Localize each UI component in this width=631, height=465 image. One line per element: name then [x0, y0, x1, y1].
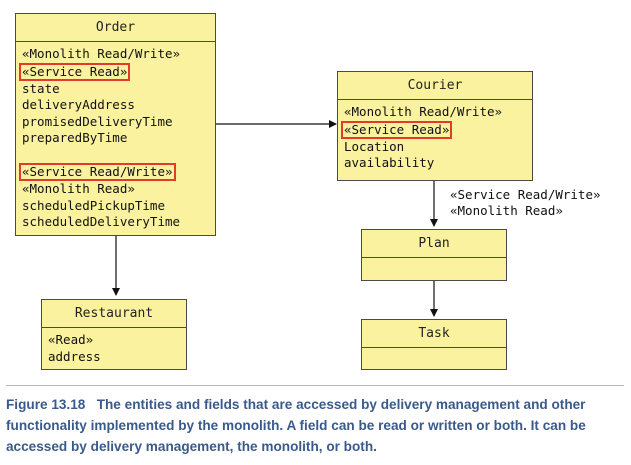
courier-title: Courier — [338, 72, 532, 100]
order-field-state: state — [22, 80, 60, 96]
edge-label-service-rw: «Service Read/Write» — [450, 187, 601, 202]
figure-caption: Figure 13.18 The entities and fields tha… — [6, 394, 626, 457]
order-title: Order — [16, 14, 215, 42]
relationship-arrows — [112, 120, 438, 317]
order-tag-monolith-rw: «Monolith Read/Write» — [22, 46, 181, 61]
courier-field-availability: availability — [344, 155, 435, 171]
restaurant-title: Restaurant — [42, 300, 186, 328]
courier-field-location: Location — [344, 138, 405, 154]
courier-entity: Courier «Monolith Read/Write» «Service R… — [337, 71, 533, 181]
order-entity: Order «Monolith Read/Write» «Service Rea… — [15, 13, 216, 236]
caption-label: Figure 13.18 — [6, 397, 86, 412]
restaurant-tag-read: «Read» — [48, 332, 94, 347]
task-title: Task — [362, 320, 506, 348]
order-field-delivery-address: deliveryAddress — [22, 97, 135, 113]
edge-label-monolith-read: «Monolith Read» — [450, 203, 563, 218]
courier-highlight-service-read: «Service Read» — [341, 120, 453, 139]
caption-text: The entities and fields that are accesse… — [6, 397, 586, 454]
plan-title: Plan — [362, 230, 506, 258]
entity-diagram: Order «Monolith Read/Write» «Service Rea… — [15, 13, 601, 370]
edge-label-courier-plan: «Service Read/Write» «Monolith Read» — [450, 187, 601, 219]
restaurant-entity: Restaurant «Read» address — [41, 299, 187, 370]
order-field-scheduled-pickup-time: scheduledPickupTime — [22, 197, 165, 213]
order-field-promised-delivery-time: promisedDeliveryTime — [22, 113, 173, 129]
order-tag-monolith-read: «Monolith Read» — [22, 180, 135, 196]
restaurant-field-address: address — [48, 348, 101, 364]
order-highlight-service-read: «Service Read» — [19, 62, 131, 81]
plan-entity: Plan — [361, 229, 507, 281]
order-highlight-service-rw: «Service Read/Write» — [19, 162, 176, 181]
caption-divider — [6, 385, 624, 386]
task-entity: Task — [361, 319, 507, 370]
order-field-prepared-by-time: preparedByTime — [22, 130, 128, 146]
courier-tag-monolith-rw: «Monolith Read/Write» — [344, 104, 503, 119]
order-field-scheduled-delivery-time: scheduledDeliveryTime — [22, 214, 181, 230]
